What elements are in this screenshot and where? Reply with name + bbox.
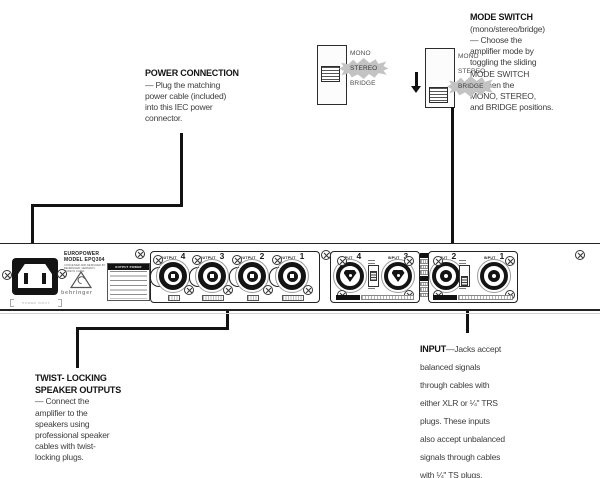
brand-fineprint: CONCEIVED AND DESIGNED BY BEHRINGER, GER…: [64, 264, 106, 274]
panel-shadow-line: [0, 313, 600, 314]
brand-name: EUROPOWER: [64, 251, 100, 257]
speakon-output-4: [150, 259, 190, 293]
micro-text: [368, 288, 375, 290]
iec-power-connector: [12, 258, 58, 295]
twist-locking-title: TWIST- LOCKING SPEAKER OUTPUTS: [35, 373, 122, 395]
output-power-header: OUTPUT POWER: [108, 264, 149, 270]
micro-text: [459, 288, 466, 290]
screw-icon: [232, 255, 242, 265]
combo-input-3: [381, 259, 415, 293]
switch-labels-right: MONO STEREO BRIDGE: [458, 49, 485, 94]
power-connection-title: POWER CONNECTION: [145, 68, 239, 78]
input-section-4-3: INPUT4 INPUT3: [330, 251, 420, 303]
label-bridge-highlighted: BRIDGE: [458, 79, 484, 94]
callout-line-output-drop: [76, 327, 79, 368]
callout-line-output-stem: [226, 300, 229, 330]
screw-icon: [223, 285, 233, 295]
switch-labels-left: MONO STEREO BRIDGE: [350, 46, 377, 91]
callout-line-power: [180, 133, 183, 206]
label-mono: MONO: [350, 50, 371, 57]
output-power-table: OUTPUT POWER: [107, 263, 150, 301]
screw-icon: [2, 270, 12, 280]
micro-label: [168, 295, 180, 301]
iec-pin: [42, 273, 46, 284]
screw-icon: [575, 250, 585, 260]
screw-icon: [184, 285, 194, 295]
iec-pin: [24, 273, 28, 284]
micro-label: [247, 295, 259, 301]
screw-icon: [303, 285, 313, 295]
label-stereo: STEREO: [458, 68, 486, 75]
switch-slider-icon: [321, 66, 340, 82]
screw-icon: [57, 269, 67, 279]
callout-line-power: [31, 204, 34, 272]
micro-text: [368, 262, 375, 264]
info-bar: [336, 295, 414, 300]
callout-line-mode: [451, 107, 454, 256]
micro-text: [459, 262, 466, 264]
micro-text: [459, 260, 466, 262]
mode-switch-mini-bridge: [459, 265, 470, 287]
mode-switch-note: MODE SWITCH (mono/stereo/bridge) — Choos…: [470, 12, 574, 113]
callout-line-output-horizontal: [76, 327, 229, 330]
brand-model: MODEL EPQ304: [64, 256, 105, 263]
power-connection-note: POWER CONNECTION — Plug the matching pow…: [145, 68, 257, 125]
screw-icon: [404, 256, 414, 266]
micro-label: [202, 295, 224, 301]
input-note: INPUT—Jacks accept balanced signals thro…: [420, 339, 548, 478]
mode-switch-title: MODE SWITCH: [470, 12, 533, 22]
speakon-output-3: [189, 259, 229, 293]
output-power-specs: [110, 271, 147, 299]
screw-icon: [153, 255, 163, 265]
screw-icon: [272, 255, 282, 265]
screw-icon: [192, 255, 202, 265]
screw-icon: [263, 285, 273, 295]
combo-input-2: [429, 259, 463, 293]
label-stereo-highlighted: STEREO: [350, 61, 377, 76]
combo-input-1: [477, 259, 511, 293]
mode-switch-illustration-bridge: [425, 48, 455, 108]
callout-line-input-stem: [466, 305, 469, 333]
iec-socket-face: [18, 264, 52, 288]
switch-slider-icon: [429, 87, 448, 103]
speakon-output-2: [229, 259, 269, 293]
behringer-logo-text: behringer: [61, 290, 93, 296]
mode-switch-illustration-stereo: [317, 45, 347, 105]
mode-switch-body: (mono/stereo/bridge) — Choose the amplif…: [470, 23, 554, 113]
screw-icon: [505, 256, 515, 266]
info-bar: [433, 295, 513, 300]
twist-locking-note: TWIST- LOCKING SPEAKER OUTPUTS — Connect…: [35, 373, 153, 464]
twist-locking-body: — Connect the amplifier to the speakers …: [35, 396, 110, 463]
screw-icon: [337, 256, 347, 266]
callout-line-power: [31, 204, 183, 207]
screw-icon: [135, 249, 145, 259]
input-body: —Jacks accept balanced signals through c…: [420, 344, 505, 478]
micro-label: [282, 295, 304, 301]
rear-panel: POWER INPUT EUROPOWER MODEL EPQ304 CONCE…: [0, 243, 600, 311]
brand-block: EUROPOWER MODEL EPQ304 CONCEIVED AND DES…: [64, 251, 114, 274]
screw-icon: [321, 250, 331, 260]
label-bridge: BRIDGE: [350, 80, 376, 87]
behringer-logo-icon: [69, 270, 93, 294]
combo-input-4: [333, 259, 367, 293]
power-connection-body: — Plug the matching power cable (include…: [145, 79, 227, 124]
label-mono: MONO: [458, 53, 479, 60]
micro-text: [368, 260, 375, 262]
screw-icon: [433, 256, 443, 266]
mode-switch-mini: [368, 265, 379, 287]
input-title: INPUT: [420, 344, 447, 354]
power-input-label: POWER INPUT: [10, 299, 62, 307]
